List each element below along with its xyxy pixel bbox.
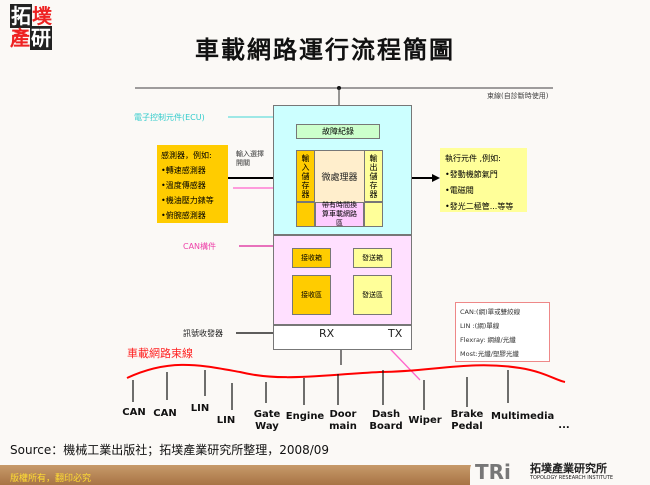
node-label: LIN	[216, 415, 236, 426]
legend-item: Most:光纖/塑膠光纖	[460, 350, 519, 358]
actuators-title: 執行元件 ,例如:	[445, 154, 501, 163]
timer-area: 帶有時間換算車載網路區	[315, 201, 364, 227]
can-label: CAN構件	[183, 242, 217, 251]
legend-item: CAN:(網)單或雙絞線	[460, 308, 521, 316]
transceiver-label: 訊號收發器	[183, 329, 223, 338]
output-store-lower	[364, 202, 383, 227]
logo: 拓墣產研	[10, 4, 52, 50]
input-store: 輸入儲存器	[296, 150, 315, 202]
node-label: Gate Way	[253, 409, 281, 432]
node-label: Brake Pedal	[450, 409, 484, 432]
node-label: Wiper	[408, 415, 442, 426]
actuator-item: •發光二極管...等等	[445, 202, 514, 211]
legend-box: CAN:(網)單或雙絞線 LIN :(網)單線 Flexray: 網線/光纖 M…	[455, 302, 550, 362]
node-label: CAN	[122, 407, 146, 418]
rx-area: 接收區	[292, 275, 331, 315]
brand-logo: TRi 拓墣產業研究所 TOPOLOGY RESEARCH INSTITUTE	[470, 458, 650, 485]
source-note: Source：機械工業出版社；拓墣產業研究所整理，2008/09	[10, 443, 330, 457]
transceiver-box	[273, 325, 412, 350]
brand-mark: TRi	[475, 460, 511, 484]
sensors-box: 感測器，例如: •轉速感測器 •溫度傳感器 •機油壓力錶等 •俯腕感測器	[157, 145, 228, 223]
node-label: LIN	[190, 403, 210, 414]
actuators-box: 執行元件 ,例如: •發動機節氣門 •電磁閥 •發光二極管...等等	[440, 148, 527, 212]
bus-title: 車載網路束線	[127, 347, 193, 360]
ecu-label: 電子控制元件(ECU)	[134, 113, 205, 122]
actuator-item: •電磁閥	[445, 186, 474, 195]
node-label: Dash Board	[369, 409, 403, 432]
input-select-label: 輸入選擇開關	[236, 150, 264, 167]
rx-label: RX	[319, 327, 335, 340]
node-label: CAN	[153, 408, 177, 419]
node-label: ...	[558, 420, 570, 431]
sensor-item: •機油壓力錶等	[161, 196, 214, 205]
tx-label: TX	[388, 327, 403, 340]
sensor-item: •俯腕感測器	[161, 211, 206, 220]
input-store-lower	[296, 202, 315, 227]
output-store: 輸出儲存器	[364, 150, 383, 202]
brand-cn: 拓墣產業研究所	[530, 462, 607, 475]
legend-item: Flexray: 網線/光纖	[460, 336, 516, 344]
actuator-item: •發動機節氣門	[445, 170, 498, 179]
sensor-item: •轉速感測器	[161, 166, 206, 175]
node-label: Door main	[329, 409, 357, 432]
node-label: Engine	[285, 411, 325, 422]
sensor-item: •溫度傳感器	[161, 181, 206, 190]
harness-label: 束線(自診斷時使用)	[487, 92, 549, 100]
legend-item: LIN :(網)單線	[460, 322, 500, 330]
sensors-title: 感測器，例如:	[161, 151, 212, 160]
page-title: 車載網路運行流程簡圖	[195, 35, 455, 64]
copyright: 版權所有，翻印必究	[10, 474, 92, 484]
brand-en: TOPOLOGY RESEARCH INSTITUTE	[530, 475, 614, 481]
fault-log-box: 故障紀錄	[296, 124, 380, 139]
tx-mailbox: 發送箱	[353, 248, 392, 268]
node-label: Multimedia	[491, 411, 555, 422]
rx-mailbox: 接收箱	[292, 248, 331, 268]
tx-area: 發送區	[353, 275, 392, 315]
processor: 微處理器	[321, 172, 358, 183]
